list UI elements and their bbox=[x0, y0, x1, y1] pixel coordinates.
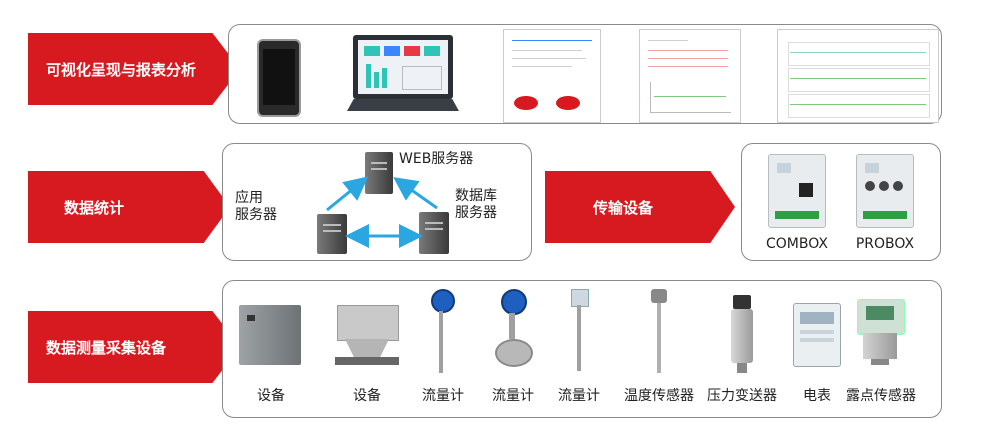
device-label-7: 压力变送器 bbox=[707, 388, 777, 404]
stats-label: 数据统计 bbox=[64, 198, 125, 217]
dryer-image bbox=[331, 305, 401, 367]
device-label-9: 露点传感器 bbox=[846, 388, 916, 404]
device-label-8: 电表 bbox=[803, 388, 831, 404]
device-label-5: 流量计 bbox=[558, 388, 600, 404]
device-label-1: 设备 bbox=[257, 388, 285, 404]
report-thumbnail-2 bbox=[639, 29, 741, 123]
report-thumbnail-3 bbox=[777, 29, 939, 123]
dew-point-sensor-image bbox=[857, 299, 905, 365]
app-server-label: 应用 服务器 bbox=[235, 190, 277, 223]
probox-device bbox=[856, 154, 914, 228]
temperature-sensor-image bbox=[647, 289, 671, 375]
electricity-meter-image bbox=[793, 303, 841, 367]
device-label-6: 温度传感器 bbox=[624, 388, 694, 404]
probox-label: PROBOX bbox=[855, 236, 915, 252]
server-connector-arrows bbox=[326, 176, 438, 248]
db-server-icon bbox=[419, 212, 449, 254]
measure-arrow: 数据测量采集设备 bbox=[28, 311, 240, 383]
device-label-3: 流量计 bbox=[422, 388, 464, 404]
stats-arrow: 数据统计 bbox=[28, 171, 230, 243]
flowmeter-2-image bbox=[493, 289, 533, 375]
report-thumbnail-1 bbox=[503, 29, 601, 123]
phone-image bbox=[257, 39, 301, 117]
measure-panel: 设备 设备 流量计 流量计 流量计 温度传感器 压力变送器 电表 bbox=[222, 280, 942, 418]
flowmeter-1-image bbox=[427, 289, 455, 375]
visual-arrow: 可视化呈现与报表分析 bbox=[28, 33, 240, 105]
visual-panel bbox=[228, 24, 942, 124]
laptop-image bbox=[347, 35, 459, 115]
visual-label: 可视化呈现与报表分析 bbox=[46, 60, 197, 79]
web-server-label: WEB服务器 bbox=[399, 151, 474, 167]
combox-label: COMBOX bbox=[766, 236, 828, 252]
pressure-transmitter-image bbox=[727, 295, 757, 375]
transfer-arrow: 传输设备 bbox=[545, 171, 735, 243]
stats-panel: WEB服务器 应用 服务器 数据库 服务器 bbox=[222, 143, 532, 261]
app-server-icon bbox=[317, 214, 347, 254]
compressor-image bbox=[239, 305, 301, 365]
db-server-label: 数据库 服务器 bbox=[455, 188, 497, 221]
device-label-4: 流量计 bbox=[492, 388, 534, 404]
web-server-icon bbox=[365, 152, 393, 194]
device-label-2: 设备 bbox=[353, 388, 381, 404]
transfer-panel: COMBOX PROBOX bbox=[741, 143, 941, 261]
flowmeter-3-image bbox=[569, 289, 589, 375]
measure-label: 数据测量采集设备 bbox=[46, 338, 167, 357]
combox-device bbox=[768, 154, 826, 228]
transfer-label: 传输设备 bbox=[593, 198, 654, 217]
